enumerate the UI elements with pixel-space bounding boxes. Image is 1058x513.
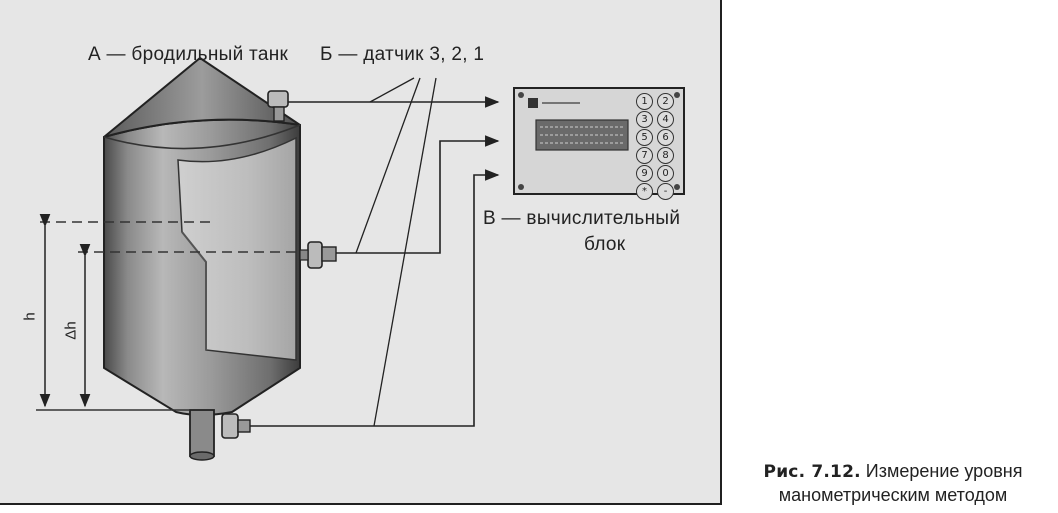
sensor-top-icon [267,90,289,122]
computing-unit [513,87,685,195]
tank-diagram-drawing [36,56,685,461]
fermentation-tank [103,56,301,461]
keypad-key: 5 [636,129,653,146]
label-computing-unit-line2: блок [584,234,626,255]
figure-caption: Рис. 7.12. Измерение уровня манометричес… [734,460,1052,507]
keypad-key: 9 [636,165,653,182]
keypad-key: 1 [636,93,653,110]
label-b-leaders [355,77,437,427]
sensor-middle-icon [299,241,337,269]
dimension-dh-label: Δh [62,321,80,340]
caption-text-line1: Измерение уровня [865,461,1023,481]
caption-line1: Рис. 7.12. Измерение уровня [734,460,1052,484]
keypad-key: 7 [636,147,653,164]
keypad-key: * [636,183,653,200]
dimension-h-label: h [21,312,39,321]
keypad: 1 2 3 4 5 6 7 8 9 0 * - [636,93,682,200]
label-sensors: Б — датчик 3, 2, 1 [320,44,485,65]
diagram-figure: А — бродильный танк Б — датчик 3, 2, 1 В… [0,0,722,505]
caption-text-line2: манометрическим методом [778,485,1008,505]
keypad-key: 2 [657,93,674,110]
keypad-key: 4 [657,111,674,128]
caption-number: Рис. 7.12. [763,462,861,482]
keypad-key: 6 [657,129,674,146]
label-computing-unit: В — вычислительный [483,208,681,229]
sensor-bottom-icon [221,413,251,439]
label-tank: А — бродильный танк [88,44,289,65]
keypad-key: 8 [657,147,674,164]
keypad-key: 0 [657,165,674,182]
keypad-key: - [657,183,674,200]
signal-lines [250,96,500,427]
keypad-key: 3 [636,111,653,128]
